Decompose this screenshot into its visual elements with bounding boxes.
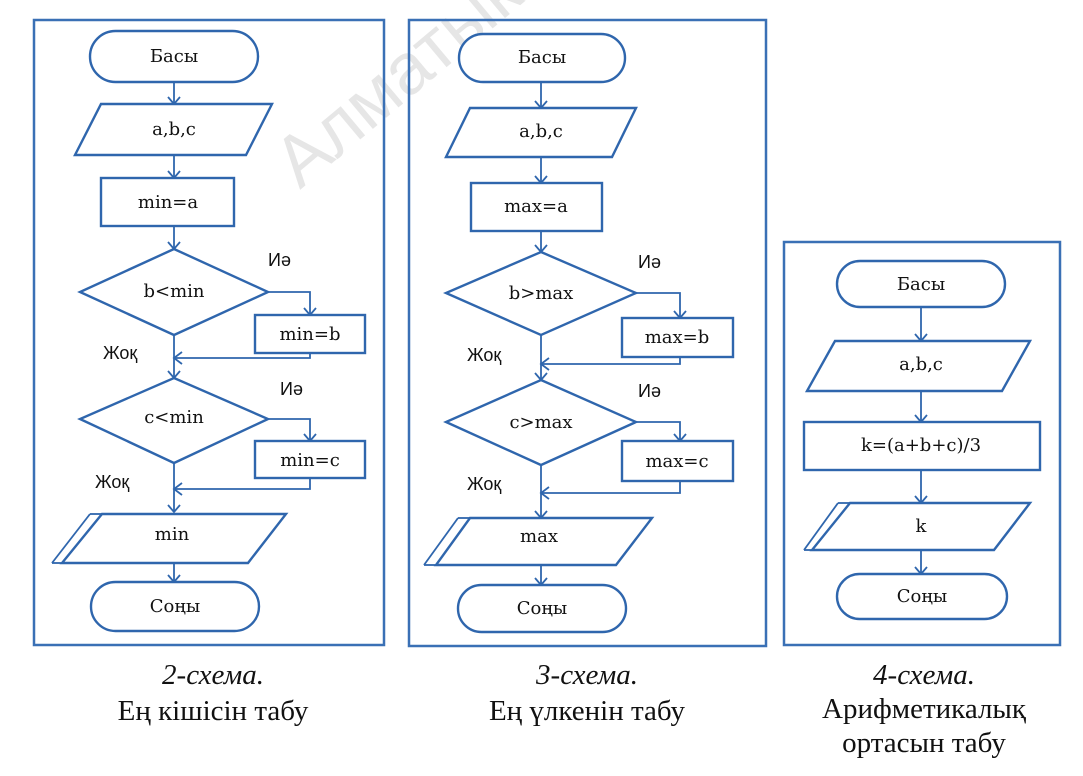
scheme-3-yes-1-label: Иә	[638, 252, 661, 272]
scheme-2-start-terminal	[88, 29, 260, 84]
scheme-4: Басы a,b,c k=(a+b+c)/3 k Соңы 4-схема. А…	[782, 240, 1062, 759]
scheme-4-end-label: Соңы	[897, 586, 947, 607]
scheme-3-connectors	[534, 82, 687, 587]
scheme-2-caption-title: Ең кішісін табу	[118, 695, 309, 727]
scheme-2-no-1-label: Жоқ	[103, 343, 137, 363]
scheme-2: Басы a,b,c min=a b<min Иә min=b Жоқ c<mi…	[32, 18, 386, 727]
scheme-2-frame	[32, 18, 386, 647]
scheme-2-init-process	[99, 176, 236, 228]
watermark-text: Алматык	[259, 0, 536, 202]
scheme-3-end-label: Соңы	[517, 598, 567, 619]
scheme-3-decision-2	[443, 378, 639, 467]
scheme-2-init-label: min=a	[138, 192, 199, 213]
scheme-4-start-label: Басы	[897, 274, 945, 295]
scheme-4-output-label: k	[916, 516, 928, 537]
scheme-3-assign-2-process	[620, 439, 735, 483]
scheme-3-end-terminal	[456, 583, 628, 634]
scheme-3-assign-1-process	[620, 316, 735, 359]
scheme-2-input-label: a,b,c	[152, 119, 196, 140]
scheme-2-assign-1-label: min=b	[279, 324, 340, 345]
scheme-2-connectors	[167, 82, 317, 584]
scheme-3-yes-2-label: Иә	[638, 381, 661, 401]
scheme-3-decision-2-label: c>max	[509, 412, 572, 433]
scheme-3-frame	[407, 18, 768, 648]
scheme-2-end-label: Соңы	[150, 596, 200, 617]
scheme-3-start-terminal	[457, 32, 627, 84]
scheme-2-decision-1	[77, 247, 271, 337]
scheme-3-decision-1	[443, 250, 639, 337]
scheme-4-caption-number: 4-схема.	[873, 659, 975, 691]
scheme-2-assign-1-process	[253, 313, 367, 355]
scheme-3: Басы a,b,c max=a b>max Иә max=b Жоқ c>ma…	[407, 18, 768, 727]
scheme-2-yes-1-label: Иә	[268, 250, 291, 270]
scheme-4-end-terminal	[835, 572, 1009, 621]
scheme-3-no-1-label: Жоқ	[467, 345, 501, 365]
scheme-4-input-parallelogram	[804, 339, 1033, 393]
scheme-3-caption-title: Ең үлкенін табу	[489, 695, 686, 727]
scheme-2-assign-2-process	[253, 439, 367, 480]
scheme-2-end-terminal	[89, 580, 261, 633]
scheme-4-start-terminal	[835, 259, 1007, 309]
scheme-2-start-label: Басы	[150, 46, 198, 67]
scheme-4-mean-label: k=(a+b+c)/3	[861, 435, 981, 456]
scheme-4-mean-process	[802, 420, 1042, 472]
scheme-3-input-label: a,b,c	[519, 121, 563, 142]
scheme-2-output-display	[51, 512, 289, 565]
scheme-4-frame	[782, 240, 1062, 647]
scheme-3-input-parallelogram	[444, 106, 638, 159]
scheme-2-no-2-label: Жоқ	[95, 472, 129, 492]
scheme-2-decision-1-label: b<min	[143, 281, 204, 302]
scheme-2-decision-2	[77, 376, 271, 465]
scheme-3-init-label: max=a	[504, 196, 568, 217]
scheme-4-output-display	[803, 501, 1033, 552]
scheme-3-no-2-label: Жоқ	[467, 474, 501, 494]
scheme-2-assign-2-label: min=c	[280, 450, 340, 471]
scheme-2-input-parallelogram	[73, 102, 274, 157]
scheme-3-init-process	[469, 181, 604, 233]
scheme-2-decision-2-label: c<min	[144, 407, 204, 428]
scheme-3-assign-1-label: max=b	[645, 327, 710, 348]
scheme-4-caption-title-line1: Арифметикалық	[822, 693, 1027, 725]
scheme-2-yes-2-label: Иә	[280, 379, 303, 399]
scheme-4-caption-title-line2: ортасын табу	[842, 727, 1006, 759]
scheme-3-caption-number: 3-схема.	[535, 659, 638, 691]
scheme-2-caption-number: 2-схема.	[162, 659, 264, 691]
scheme-2-output-label: min	[155, 524, 190, 545]
scheme-4-input-label: a,b,c	[899, 354, 943, 375]
scheme-3-output-label: max	[520, 526, 558, 547]
scheme-3-output-display	[423, 516, 655, 567]
scheme-3-assign-2-label: max=c	[645, 451, 708, 472]
scheme-3-start-label: Басы	[518, 47, 566, 68]
scheme-3-decision-1-label: b>max	[509, 283, 574, 304]
